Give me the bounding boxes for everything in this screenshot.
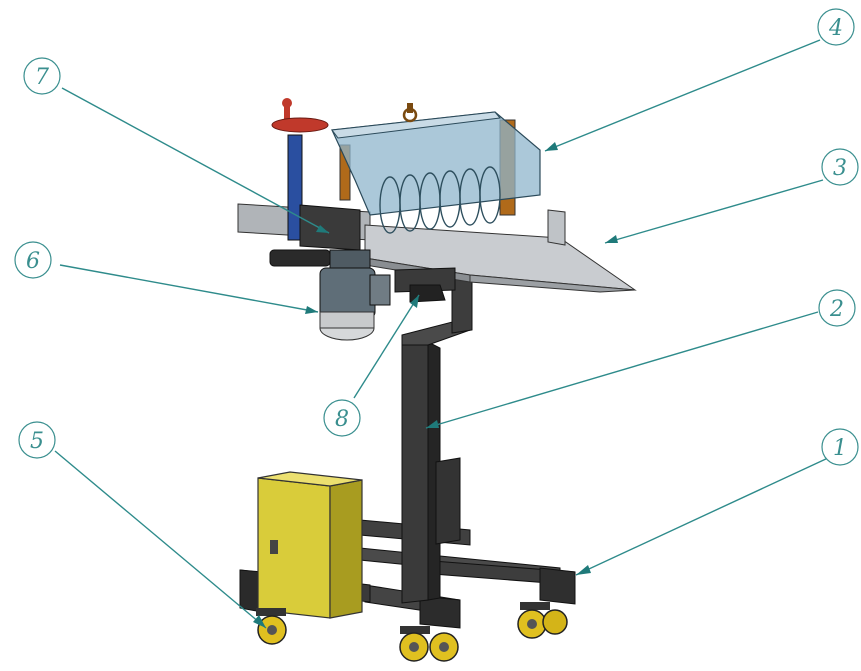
auger-housing bbox=[331, 103, 541, 234]
leader-3 bbox=[604, 179, 824, 244]
gear-motor bbox=[319, 249, 391, 341]
electrical-cabinet bbox=[257, 471, 363, 619]
callout-6-label: 6 bbox=[26, 249, 40, 274]
leader-8 bbox=[353, 294, 420, 399]
callout-5-label: 5 bbox=[30, 429, 44, 454]
leader-5 bbox=[54, 450, 267, 629]
caster-front-left bbox=[256, 608, 287, 645]
caster-front-mid bbox=[399, 626, 459, 662]
leader-1 bbox=[575, 457, 829, 576]
callout-3-label: 3 bbox=[833, 156, 847, 181]
adjuster-assembly bbox=[269, 98, 361, 267]
callout-3: 3 bbox=[821, 148, 859, 186]
leader-6 bbox=[59, 264, 319, 313]
leader-7 bbox=[61, 87, 330, 234]
callout-5: 5 bbox=[18, 421, 56, 459]
callout-6: 6 bbox=[14, 241, 52, 279]
motor-bracket bbox=[394, 267, 456, 303]
callout-1-label: 1 bbox=[833, 436, 847, 461]
auger-screw bbox=[379, 166, 501, 234]
leader-4 bbox=[544, 39, 821, 152]
callout-labels: 1 2 3 4 5 6 7 8 bbox=[14, 8, 859, 466]
callout-1: 1 bbox=[821, 428, 859, 466]
callout-2-label: 2 bbox=[829, 297, 844, 322]
callout-8-label: 8 bbox=[335, 407, 349, 432]
callout-8: 8 bbox=[323, 399, 361, 437]
callout-4-label: 4 bbox=[828, 16, 843, 41]
casters bbox=[256, 602, 568, 662]
support-column bbox=[401, 267, 473, 604]
leader-lines bbox=[54, 39, 829, 629]
callout-2: 2 bbox=[818, 289, 856, 327]
caster-rear-right bbox=[517, 602, 568, 639]
callout-4: 4 bbox=[817, 8, 855, 46]
callout-7-label: 7 bbox=[35, 65, 49, 90]
leader-2 bbox=[425, 311, 819, 429]
callout-7: 7 bbox=[23, 57, 61, 95]
